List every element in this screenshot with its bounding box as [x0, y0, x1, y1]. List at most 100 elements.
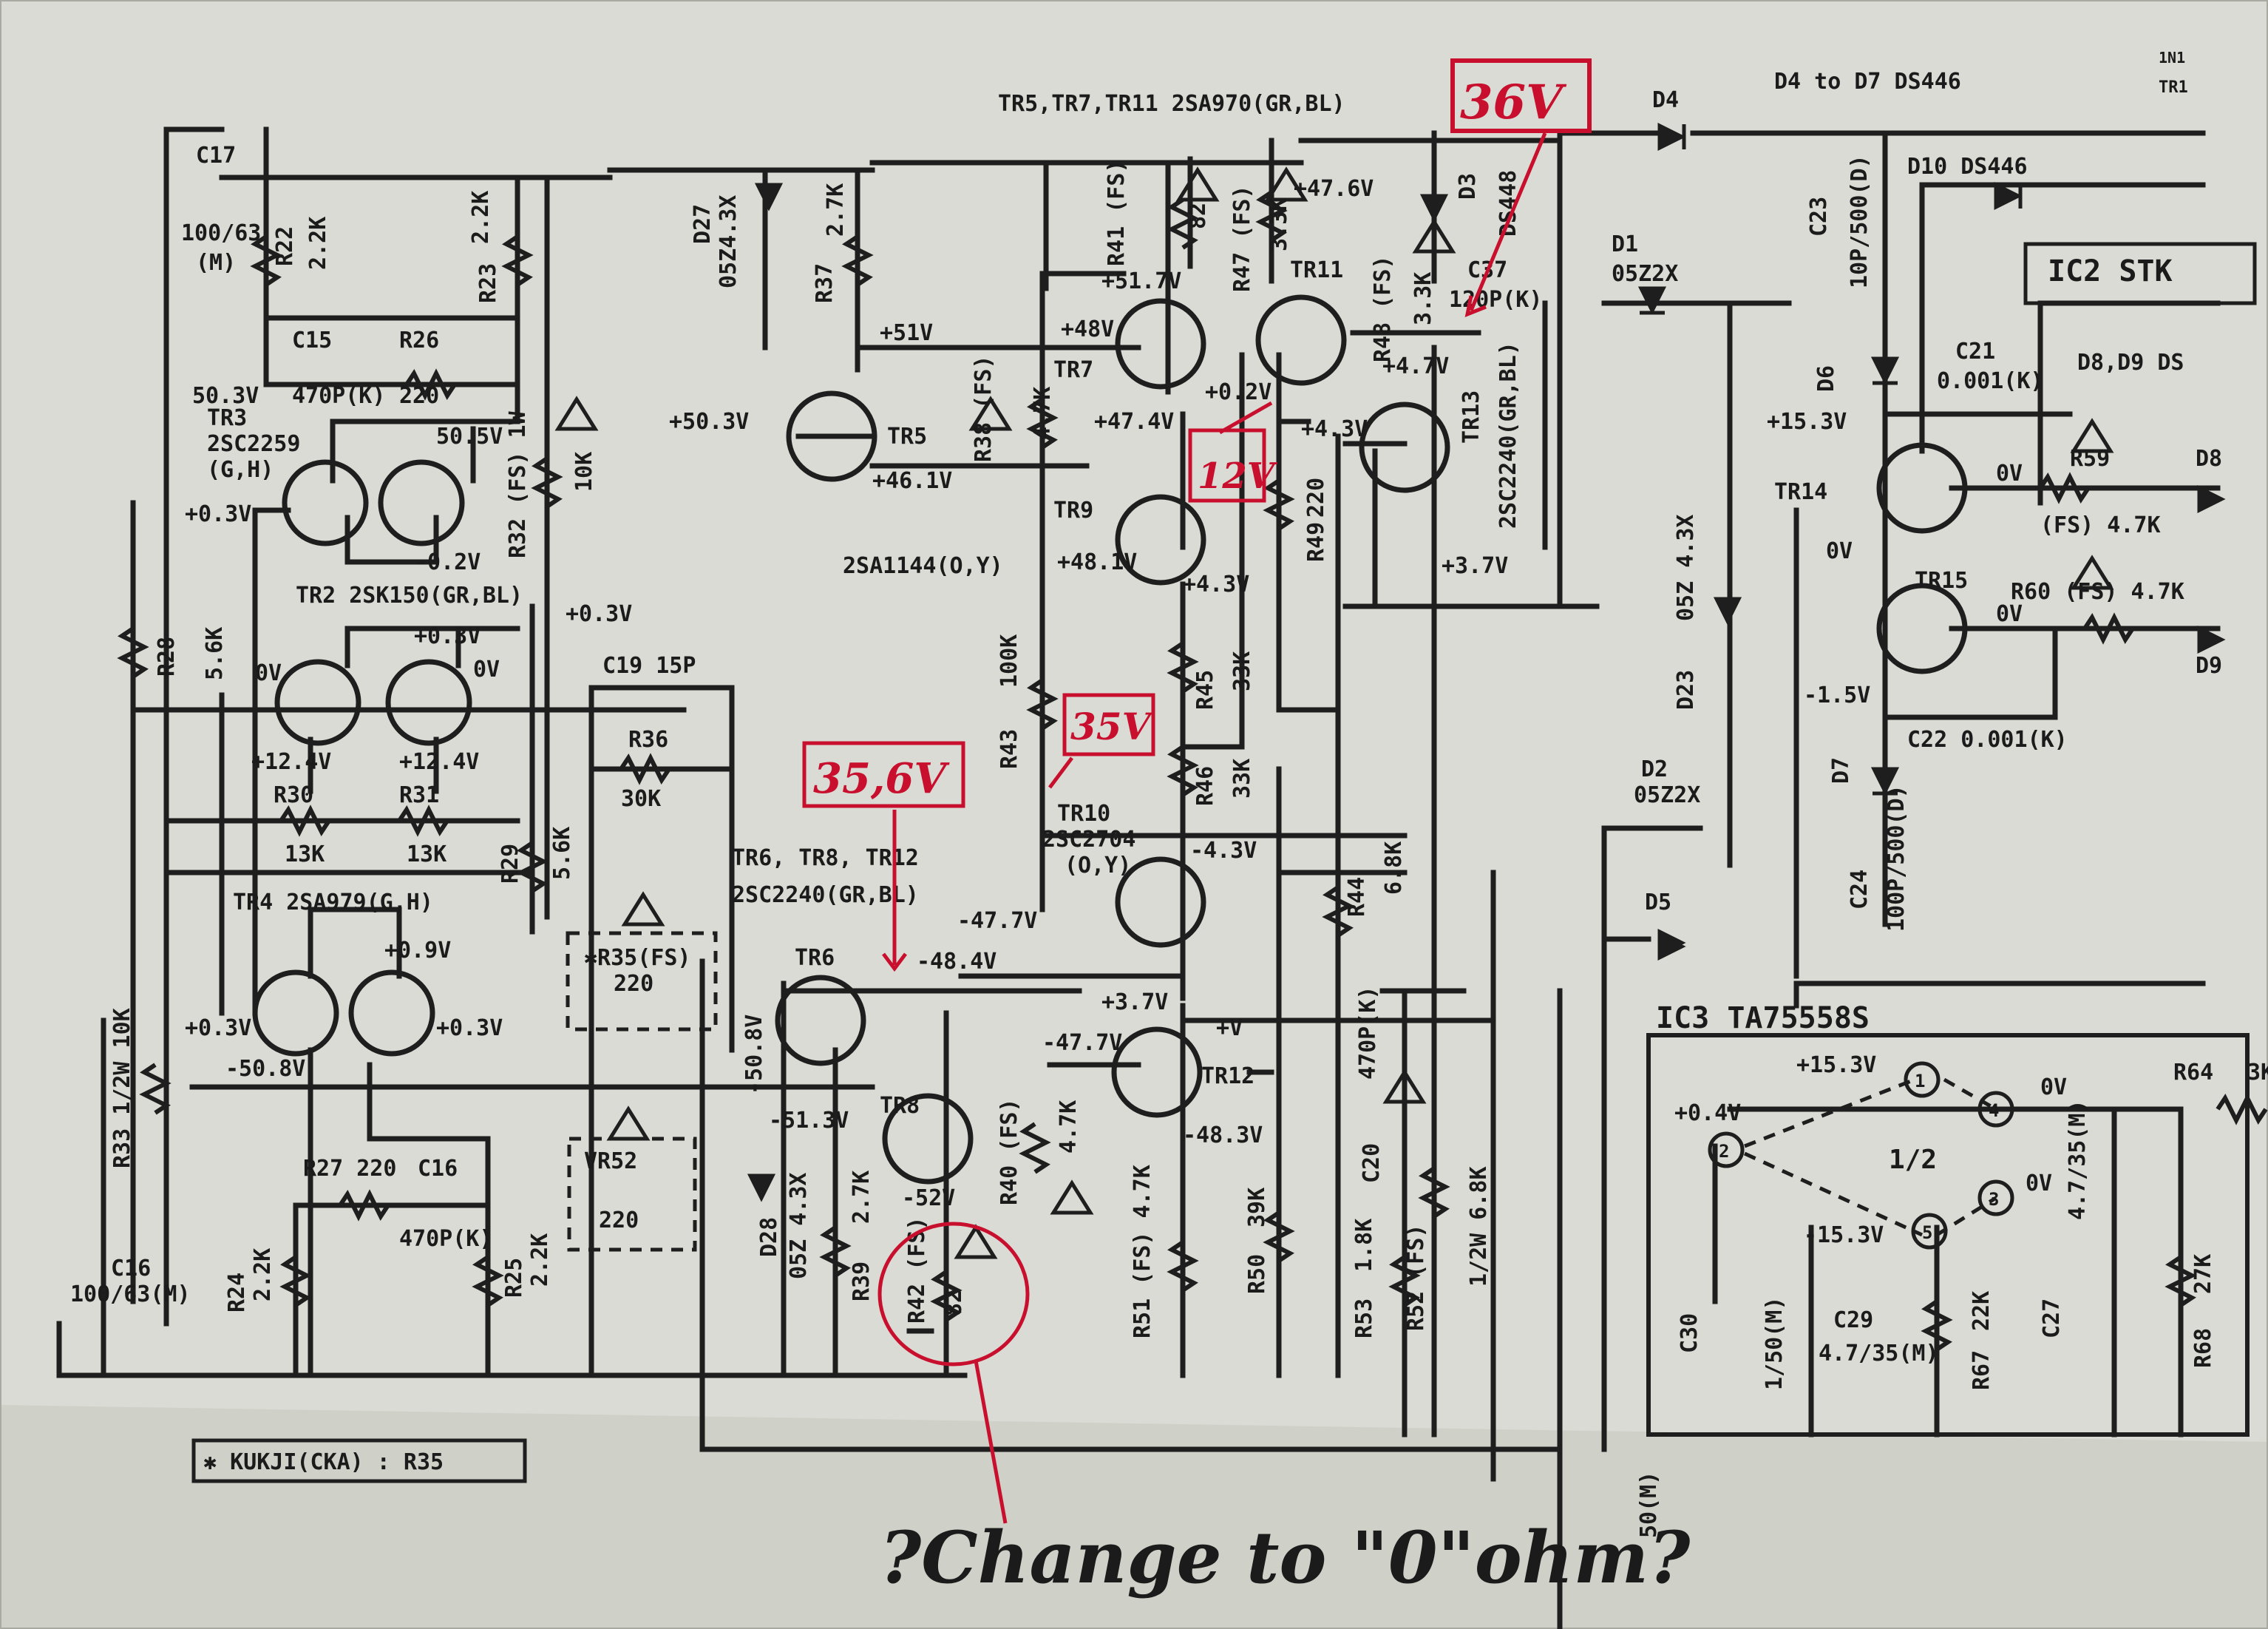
svg-text:TR14: TR14 [1774, 479, 1827, 505]
svg-text:22K: 22K [1969, 1291, 1994, 1331]
svg-text:0V: 0V [255, 660, 282, 686]
svg-text:R59: R59 [2070, 446, 2110, 472]
svg-text:TR3: TR3 [207, 405, 247, 431]
svg-text:+4.3V: +4.3V [1183, 572, 1249, 597]
svg-text:5.6K: 5.6K [202, 627, 228, 680]
svg-text:36V: 36V [1460, 75, 1567, 130]
svg-text:50.5V: 50.5V [436, 424, 503, 450]
svg-text:TR10: TR10 [1057, 801, 1110, 827]
svg-text:D8: D8 [2196, 446, 2222, 472]
svg-text:+46.1V: +46.1V [872, 468, 952, 494]
svg-text:100P/500(D): 100P/500(D) [1884, 785, 1909, 932]
red-annotations [802, 58, 1592, 1524]
svg-text:TR8: TR8 [880, 1093, 920, 1119]
svg-text:R36: R36 [628, 727, 668, 753]
svg-text:2.2K: 2.2K [250, 1248, 276, 1301]
svg-text:D9: D9 [2196, 653, 2222, 679]
svg-text:R24: R24 [224, 1273, 250, 1313]
svg-text:1: 1 [1915, 1071, 1925, 1091]
svg-text:2.7K: 2.7K [849, 1171, 875, 1224]
svg-text:2.2K: 2.2K [527, 1233, 553, 1287]
svg-text:-50.8V: -50.8V [741, 1015, 767, 1094]
svg-text:-51.3V: -51.3V [769, 1108, 849, 1134]
svg-text:D7: D7 [1828, 757, 1854, 784]
svg-text:35V: 35V [1070, 705, 1155, 748]
svg-text:2SC2240(GR,BL): 2SC2240(GR,BL) [732, 882, 919, 908]
svg-text:C29: C29 [1833, 1307, 1873, 1333]
svg-text:R43: R43 [997, 729, 1022, 769]
svg-text:30K: 30K [621, 786, 661, 812]
svg-text:220: 220 [1303, 478, 1329, 518]
svg-text:100K: 100K [997, 634, 1022, 688]
svg-text:R45: R45 [1192, 670, 1218, 710]
svg-text:13K: 13K [407, 841, 447, 867]
svg-text:13K: 13K [285, 841, 325, 867]
svg-text:2.7K: 2.7K [823, 183, 849, 237]
svg-text:+51.7V: +51.7V [1101, 268, 1181, 294]
svg-text:05Z2X: 05Z2X [1612, 261, 1678, 287]
svg-text:D5: D5 [1645, 890, 1671, 915]
svg-text:2SC2704: 2SC2704 [1042, 827, 1135, 853]
svg-text:D1: D1 [1612, 231, 1638, 257]
svg-text:33K: 33K [1229, 759, 1255, 799]
diodes [747, 122, 2226, 1202]
svg-text:R25: R25 [501, 1258, 527, 1298]
svg-text:470P(K): 470P(K) [292, 383, 385, 409]
svg-text:R33 1/2W 10K: R33 1/2W 10K [109, 1008, 135, 1168]
svg-text:+0.3V: +0.3V [185, 501, 251, 527]
svg-text:C20: C20 [1359, 1143, 1385, 1183]
svg-text:+0.3V: +0.3V [185, 1015, 251, 1041]
svg-text:3: 3 [1989, 1189, 1999, 1210]
svg-text:3.3K: 3.3K [1410, 272, 1436, 325]
svg-text:2.2K: 2.2K [468, 191, 494, 244]
svg-text:R46: R46 [1192, 766, 1218, 806]
svg-text:C16: C16 [418, 1156, 458, 1182]
svg-text:C16: C16 [111, 1256, 151, 1281]
svg-text:33K: 33K [1229, 651, 1255, 691]
svg-text:5: 5 [1922, 1222, 1932, 1243]
svg-text:+3.7V: +3.7V [1101, 989, 1168, 1015]
svg-text:D3: D3 [1455, 173, 1481, 200]
svg-text:220: 220 [399, 383, 439, 409]
svg-text:IC3 TA75558S: IC3 TA75558S [1656, 1001, 1870, 1035]
svg-text:IC2 STK: IC2 STK [2048, 254, 2173, 288]
svg-text:+47.6V: +47.6V [1294, 176, 1374, 202]
svg-text:(O,Y): (O,Y) [1065, 853, 1131, 878]
svg-text:R28: R28 [154, 637, 180, 677]
svg-text:39K: 39K [1244, 1188, 1270, 1227]
svg-text:C27: C27 [2039, 1298, 2065, 1338]
svg-text:C17: C17 [196, 143, 236, 169]
svg-text:-50.8V: -50.8V [225, 1056, 305, 1082]
svg-text:R51 (FS) 4.7K: R51 (FS) 4.7K [1130, 1165, 1155, 1338]
svg-text:R32 (FS) 1W: R32 (FS) 1W [505, 410, 531, 558]
svg-text:+0.4V: +0.4V [1674, 1100, 1741, 1126]
svg-text:+4.3V: +4.3V [1301, 416, 1368, 442]
svg-text:50.3V: 50.3V [192, 383, 259, 409]
svg-text:R49: R49 [1303, 522, 1329, 562]
svg-text:+0.3V: +0.3V [566, 601, 632, 627]
svg-text:R50: R50 [1244, 1254, 1270, 1294]
svg-text:R44: R44 [1344, 877, 1370, 917]
svg-text:+12.4V: +12.4V [399, 749, 479, 775]
svg-text:C24: C24 [1847, 870, 1873, 910]
svg-text:+12.4V: +12.4V [251, 749, 331, 775]
svg-text:R26: R26 [399, 328, 439, 353]
svg-text:R29: R29 [498, 844, 523, 884]
svg-text:C23: C23 [1806, 197, 1832, 237]
svg-text:2SC2259: 2SC2259 [207, 431, 300, 457]
svg-text:+0.2V: +0.2V [1205, 379, 1271, 405]
svg-text:470P(K): 470P(K) [399, 1226, 492, 1252]
svg-text:C21: C21 [1955, 339, 1995, 365]
svg-text:1N1: 1N1 [2159, 49, 2185, 67]
svg-text:05Z 4.3X: 05Z 4.3X [1673, 515, 1699, 622]
svg-text:+47.4V: +47.4V [1094, 409, 1174, 435]
svg-text:0V: 0V [1996, 601, 2023, 627]
svg-text:05Z2X: 05Z2X [1634, 782, 1700, 808]
svg-text:R22: R22 [272, 226, 298, 266]
svg-text:+4.7V: +4.7V [1382, 353, 1449, 379]
svg-text:R23: R23 [475, 263, 501, 303]
transistors [252, 294, 2014, 1250]
resistors [117, 190, 2268, 1352]
svg-text:D6: D6 [1813, 365, 1839, 392]
svg-text:✱R35(FS): ✱R35(FS) [584, 945, 691, 971]
